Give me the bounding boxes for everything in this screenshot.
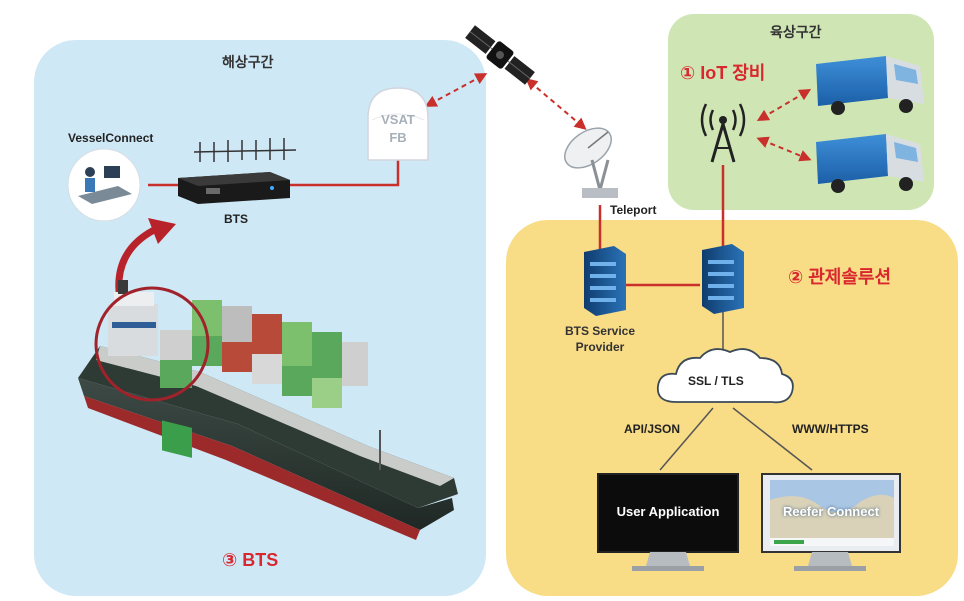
sat-link-teleport [525, 78, 587, 130]
vesselconnect-label: VesselConnect [68, 131, 154, 145]
teleport-label: Teleport [610, 203, 657, 217]
satellite-icon [465, 25, 535, 85]
link-bts-vsat [290, 160, 400, 187]
ssl-tls-label: SSL / TLS [688, 374, 744, 388]
iot-link-truck1 [756, 88, 812, 122]
user-application-label: User Application [616, 504, 720, 519]
iot-link-truck2 [756, 136, 812, 162]
bts-label: BTS [224, 212, 248, 226]
www-https-label: WWW/HTTPS [792, 422, 869, 436]
server-icon [702, 244, 744, 314]
sea-section-title: 해상구간 [222, 54, 274, 70]
cloud-icon [656, 348, 794, 404]
container-ship-icon [78, 280, 458, 540]
antenna-array-icon [193, 138, 297, 162]
truck-icon [816, 56, 924, 115]
control-solution-label: ② 관제솔루션 [788, 267, 892, 287]
bts-number-label: ③ BTS [222, 550, 279, 570]
cell-tower-icon [700, 103, 746, 163]
server-icon [584, 246, 626, 316]
vsat-dome-icon [367, 87, 429, 161]
bts-unit-icon [178, 172, 290, 204]
iot-device-label: ① IoT 장비 [680, 63, 766, 83]
api-json-label: API/JSON [624, 422, 681, 436]
link-cloud-userapp [659, 407, 714, 471]
vesselconnect-workstation-icon [67, 148, 141, 222]
vsat-label-line2: FB [389, 130, 407, 145]
teleport-dish-icon [564, 127, 618, 198]
bts-provider-label-line1: BTS Service [564, 324, 636, 338]
reefer-connect-label: Reefer Connect [782, 504, 880, 519]
sat-link-vsat [424, 73, 488, 107]
monitor-icon [761, 473, 901, 571]
bts-provider-label-line2: Provider [575, 340, 625, 354]
link-cloud-reefer [732, 407, 813, 471]
truck-icon [816, 134, 924, 193]
land-section-title: 육상구간 [770, 24, 822, 40]
bts-highlight-circle [94, 286, 210, 402]
vsat-label-line1: VSAT [381, 112, 415, 127]
monitor-icon [597, 473, 739, 571]
